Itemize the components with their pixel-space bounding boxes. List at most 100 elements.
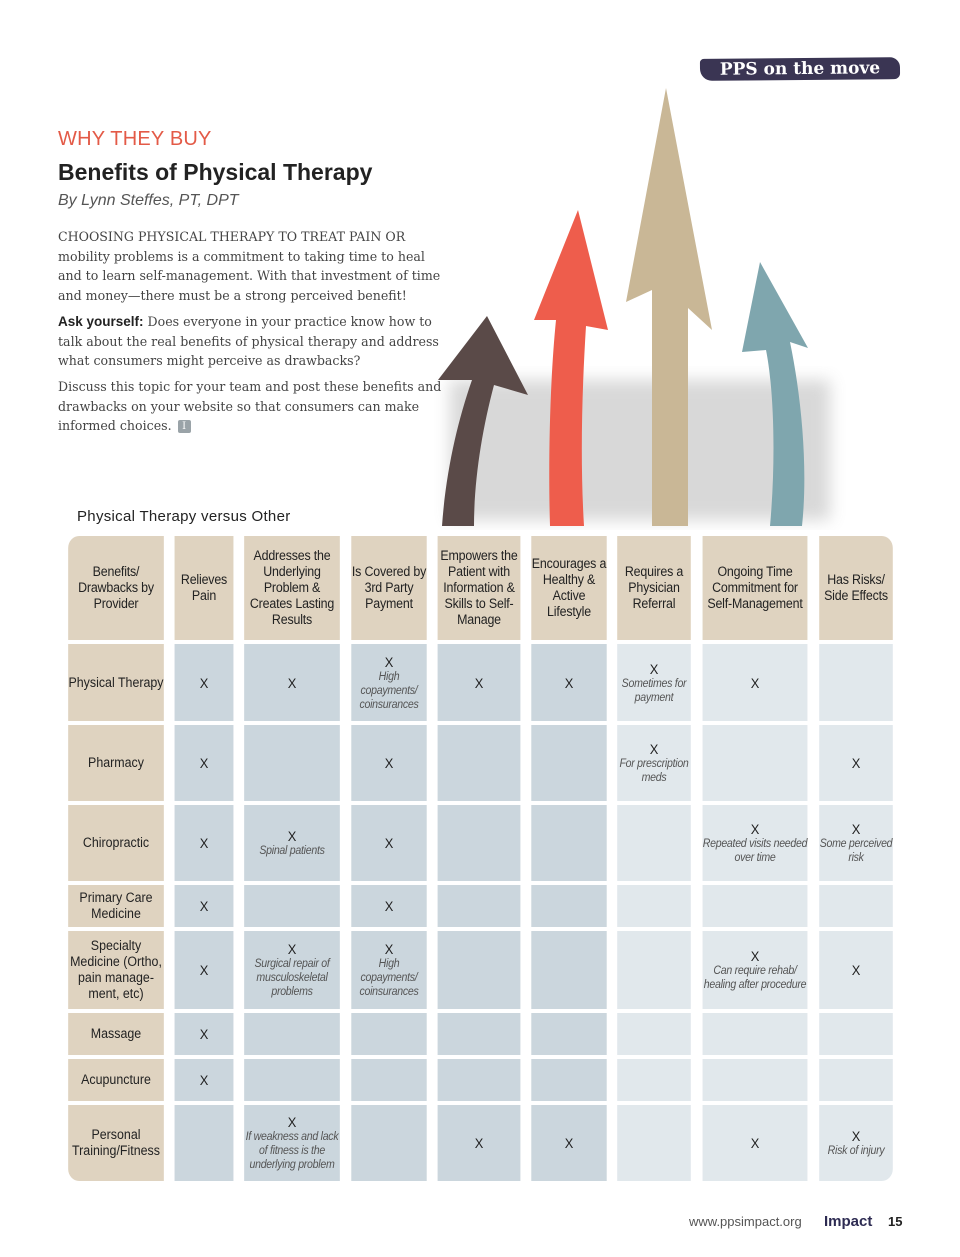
table-cell [174, 1105, 234, 1181]
discuss-paragraph: Discuss this topic for your team and pos… [58, 377, 448, 436]
cell-note: Surgical repair of musculoskeletal probl… [254, 958, 330, 998]
column-header: Encourages a Healthy & Active Lifestyle [531, 536, 607, 640]
check-mark: X [287, 941, 297, 957]
end-mark-icon: I [177, 420, 191, 433]
teal-arrow [742, 262, 808, 526]
section-badge: PPS on the move [699, 57, 901, 81]
header-label: Addresses the Underlying Problem & Creat… [249, 548, 335, 627]
table-cell [531, 1059, 607, 1101]
table-cell [244, 1013, 340, 1055]
table-cell [819, 885, 893, 927]
table-cell: X [174, 1013, 234, 1055]
table-cell: X [244, 644, 340, 721]
header-label: Requires a Physician Referral [624, 564, 684, 611]
cell-note: Can require rehab/ healing after procedu… [703, 965, 807, 991]
column-header: Benefits/ Drawbacks by Provider [68, 536, 164, 640]
check-mark: X [287, 1114, 297, 1130]
cell-note: Risk of injury [827, 1145, 885, 1157]
page-number: 15 [888, 1214, 903, 1229]
table-cell: X [351, 885, 427, 927]
table-cell [531, 931, 607, 1009]
table-cell [437, 1059, 521, 1101]
header-label: Ongoing Time Commitment for Self-Managem… [707, 564, 803, 611]
table-cell [351, 1059, 427, 1101]
intro-paragraph: CHOOSING PHYSICAL THERAPY TO TREAT PAIN … [58, 227, 448, 305]
footer-url[interactable]: www.ppsimpact.org [689, 1214, 802, 1229]
check-mark: X [851, 821, 861, 837]
check-mark: X [384, 941, 394, 957]
table-cell [819, 1059, 893, 1101]
paragraph-text: Discuss this topic for your team and pos… [58, 379, 442, 433]
table-cell [617, 931, 691, 1009]
table-cell [819, 1013, 893, 1055]
tan-arrow [626, 88, 712, 526]
table-cell [437, 931, 521, 1009]
table-cell: X [351, 725, 427, 801]
row-header: Specialty Medicine (Ortho, pain manage-m… [68, 931, 164, 1009]
check-mark: X [851, 755, 861, 771]
check-mark: X [199, 1026, 209, 1042]
brown-arrow [438, 316, 528, 526]
kicker: WHY THEY BUY [58, 128, 212, 150]
column-header: Addresses the Underlying Problem & Creat… [244, 536, 340, 640]
check-mark: X [851, 962, 861, 978]
table-cell: X [174, 644, 234, 721]
check-mark: X [384, 898, 394, 914]
check-mark: X [287, 674, 297, 691]
check-mark: X [750, 1135, 760, 1151]
table-cell [617, 885, 691, 927]
column-header: Requires a Physician Referral [617, 536, 691, 640]
table-cell [617, 1013, 691, 1055]
cell-note: High copayments/ coinsurances [359, 958, 419, 998]
check-mark: X [199, 1072, 209, 1088]
table-cell: X [174, 1059, 234, 1101]
table-cell [244, 1059, 340, 1101]
row-header: Chiropractic [68, 805, 164, 881]
cell-note: Sometimes for payment [621, 677, 687, 704]
ask-paragraph: Ask yourself: Does everyone in your prac… [58, 312, 448, 371]
red-arrow [534, 210, 608, 526]
table-cell: X [437, 644, 521, 721]
table-cell [351, 1013, 427, 1055]
table-cell: X [702, 1105, 808, 1181]
check-mark: X [564, 1135, 574, 1151]
table-cell [351, 1105, 427, 1181]
row-header: Pharmacy [68, 725, 164, 801]
column-header: Is Covered by 3rd Party Payment [351, 536, 427, 640]
table-cell: X [174, 885, 234, 927]
table-cell: X [702, 644, 808, 721]
table-cell [531, 805, 607, 881]
table-cell [702, 885, 808, 927]
cell-note: Repeated visits needed over time [702, 838, 808, 864]
table-cell: X [531, 1105, 607, 1181]
check-mark: X [474, 674, 484, 691]
lead-in: Ask yourself: [58, 314, 144, 329]
table-cell [819, 644, 893, 721]
table-cell [617, 1059, 691, 1101]
paragraph-text: CHOOSING PHYSICAL THERAPY TO TREAT PAIN … [58, 229, 441, 303]
table-title: Physical Therapy versus Other [77, 508, 291, 525]
provider-label: Physical Therapy [68, 674, 164, 690]
table-cell [244, 725, 340, 801]
header-label: Encourages a Healthy & Active Lifestyle [531, 556, 607, 619]
row-header: Primary Care Medicine [68, 885, 164, 927]
table-cell [437, 1013, 521, 1055]
provider-label: Acupuncture [81, 1072, 151, 1087]
table-cell: X [819, 931, 893, 1009]
check-mark: X [199, 835, 209, 851]
table-cell: X [174, 725, 234, 801]
provider-label: Pharmacy [88, 755, 144, 770]
cell-note: High copayments/ coinsurances [359, 670, 419, 711]
provider-label: Specialty Medicine (Ortho, pain manage-m… [70, 938, 162, 1001]
column-header: Ongoing Time Commitment for Self-Managem… [702, 536, 808, 640]
table-cell [702, 1013, 808, 1055]
table-cell: X [174, 931, 234, 1009]
check-mark: X [287, 828, 297, 844]
